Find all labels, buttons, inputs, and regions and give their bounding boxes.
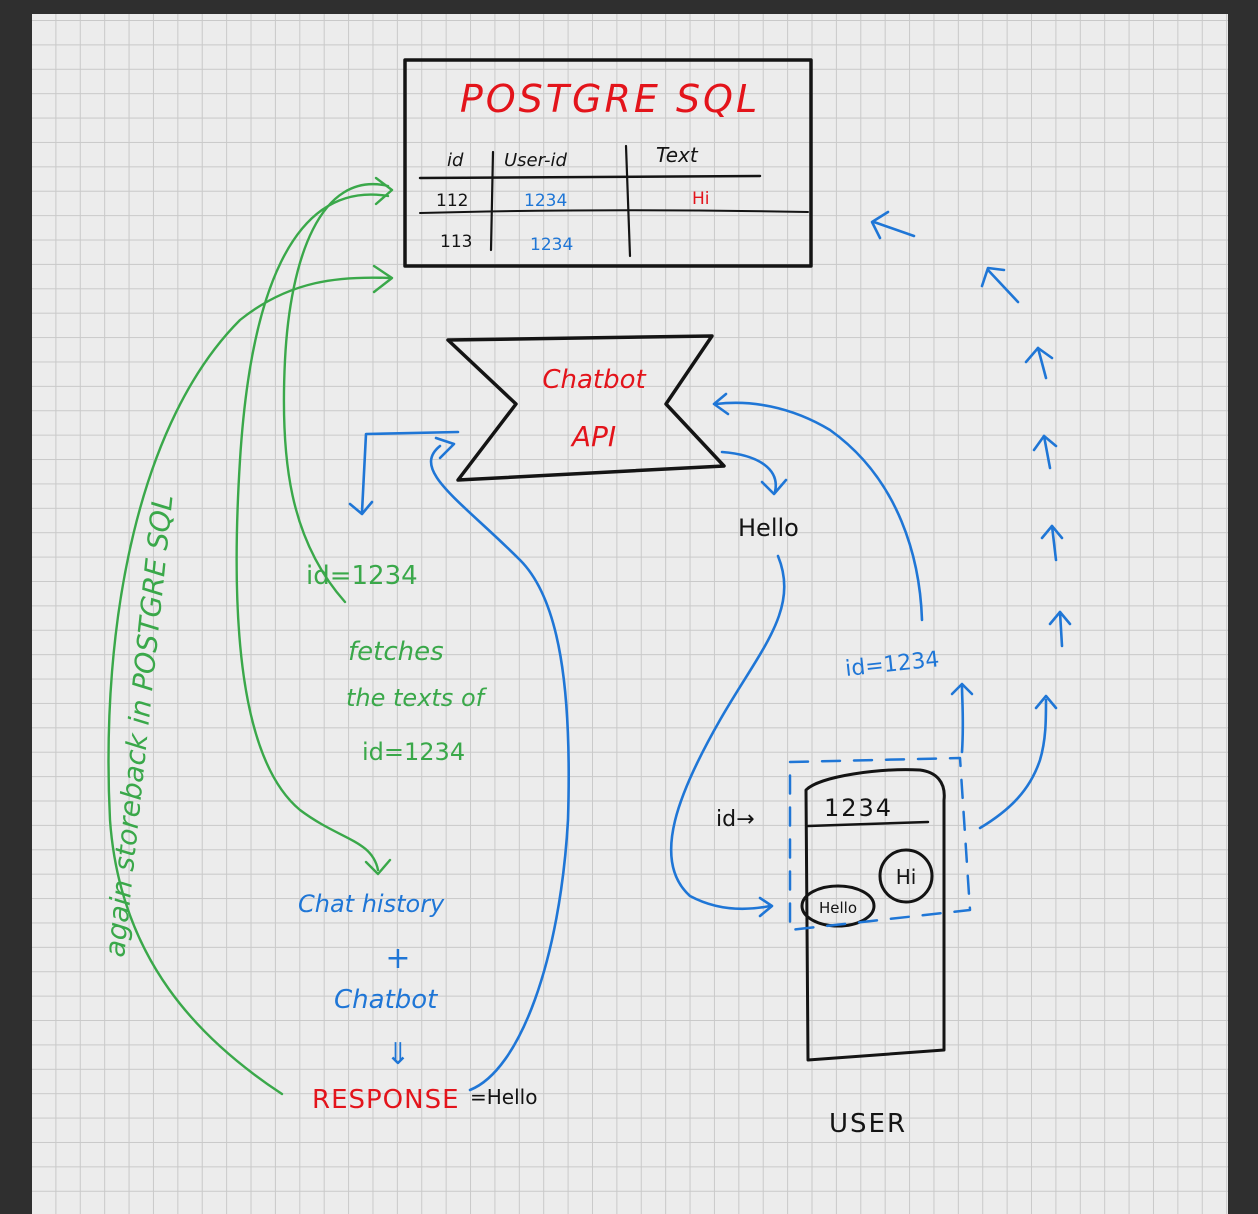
bubble-hello-outline bbox=[800, 884, 876, 928]
column-header-text: Text bbox=[656, 143, 699, 167]
fetches-line2: the texts of bbox=[346, 684, 488, 712]
chat-history-label: Chat history bbox=[298, 890, 445, 918]
user-id-to-api-arrow bbox=[960, 684, 965, 754]
bubble-hi-text: Hi bbox=[896, 865, 917, 889]
user-device: 1234 Hello Hi id→ USER bbox=[716, 756, 972, 1139]
id-up-label: id=1234 bbox=[844, 647, 941, 682]
bubble-hello-text: Hello bbox=[819, 899, 857, 917]
down-arrow-label: ⇓ bbox=[385, 1037, 410, 1072]
hello-output-label: Hello bbox=[738, 514, 799, 542]
user-caption: USER bbox=[829, 1109, 907, 1139]
api-to-id-arrow bbox=[360, 430, 460, 514]
api-to-hello-arrow bbox=[720, 450, 778, 494]
user-to-db-arrow bbox=[978, 698, 1048, 830]
row1-user-id: 1234 bbox=[524, 191, 567, 211]
id-left-label: id=1234 bbox=[306, 561, 418, 591]
bubble-hi-outline bbox=[878, 848, 934, 904]
db-to-fetch-arrow bbox=[282, 183, 390, 604]
user-id-value: 1234 bbox=[824, 794, 893, 822]
plus-label: + bbox=[385, 941, 410, 976]
fetches-line3: id=1234 bbox=[362, 738, 465, 766]
row2-user-id: 1234 bbox=[530, 235, 573, 255]
response-label: RESPONSE bbox=[312, 1085, 460, 1115]
id-label-to-api-arrow bbox=[714, 401, 924, 622]
response-to-db-arrow bbox=[107, 276, 392, 1096]
db-to-chathistory-arrow bbox=[235, 193, 390, 872]
api-label-line2: API bbox=[570, 420, 616, 453]
selection-dashed-box bbox=[788, 756, 972, 932]
row1-text: Hi bbox=[692, 189, 710, 209]
response-value: =Hello bbox=[470, 1085, 537, 1109]
whiteboard-grid bbox=[32, 14, 1228, 1214]
green-flows bbox=[107, 176, 394, 1096]
chatbot-api-node: Chatbot API bbox=[446, 334, 726, 482]
column-header-user-id: User-id bbox=[504, 150, 568, 171]
fetches-line1: fetches bbox=[348, 637, 444, 667]
chatbot-label: Chatbot bbox=[334, 985, 438, 1015]
hello-to-user-arrow bbox=[669, 554, 786, 911]
database-box: POSTGRE SQL id User-id Text 112 1234 Hi … bbox=[403, 58, 813, 268]
response-to-api-arrow bbox=[429, 444, 571, 1092]
column-header-id: id bbox=[447, 150, 464, 171]
storeback-vertical-label: again storeback in POSTGRE SQL bbox=[98, 493, 179, 959]
api-label-line1: Chatbot bbox=[542, 365, 646, 395]
row1-id: 112 bbox=[436, 191, 468, 211]
blue-flows bbox=[348, 210, 1072, 1092]
database-title: POSTGRE SQL bbox=[460, 77, 760, 121]
row2-id: 113 bbox=[440, 232, 472, 252]
user-id-label: id→ bbox=[716, 807, 755, 832]
